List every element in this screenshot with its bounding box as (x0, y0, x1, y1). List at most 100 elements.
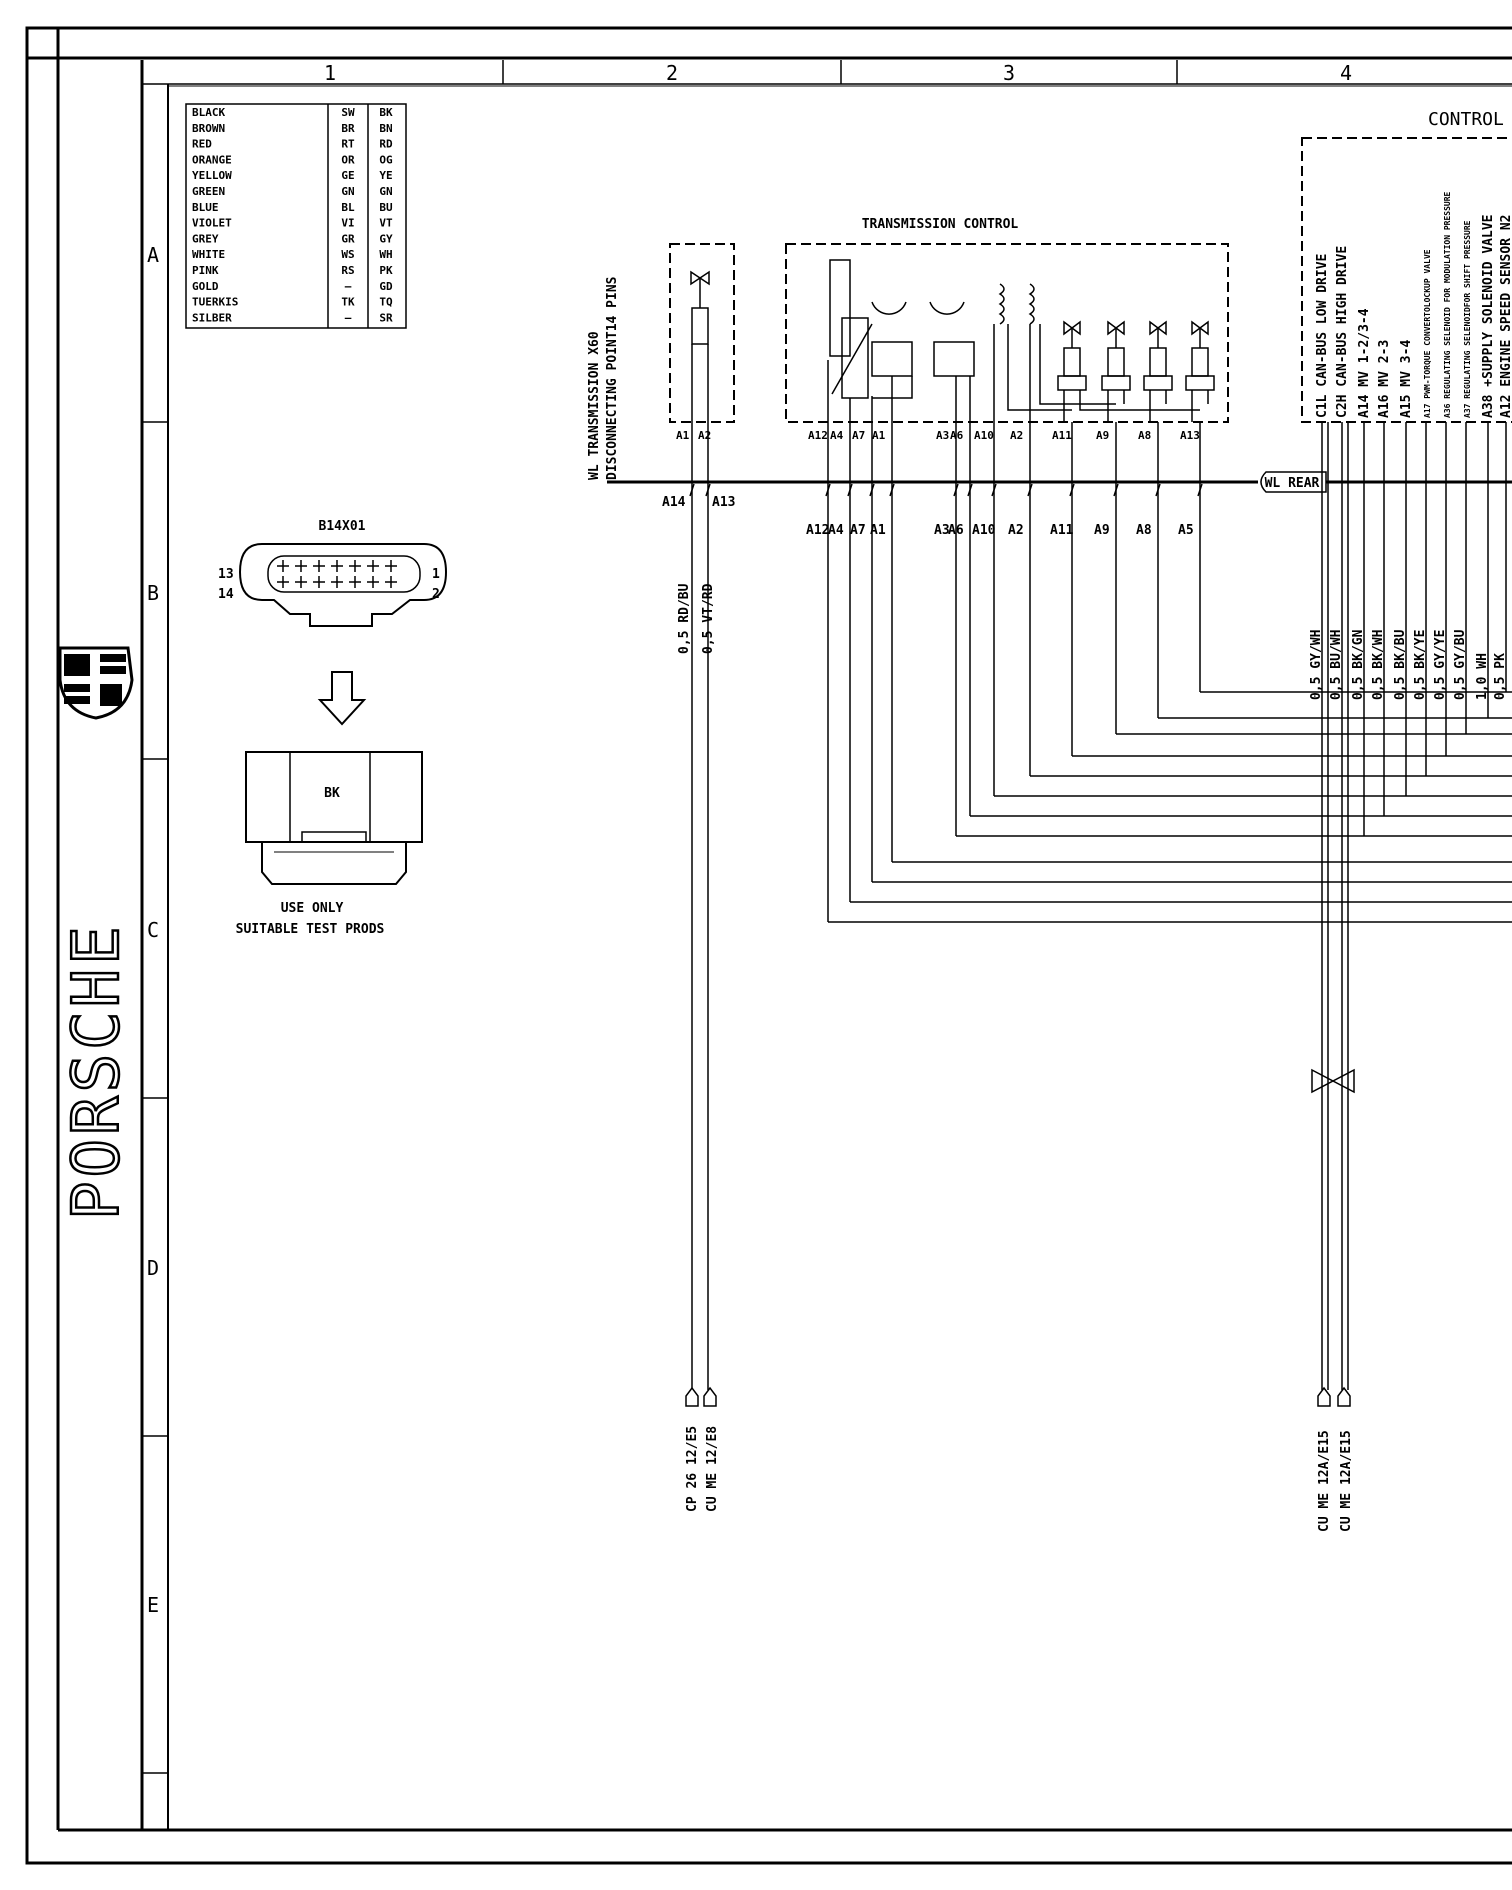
color-code-en: GN (379, 185, 392, 198)
porsche-crest-icon (58, 646, 134, 720)
color-code-en: BU (379, 201, 393, 214)
color-name: GOLD (192, 280, 219, 293)
solenoid-valve-icon (1107, 320, 1125, 336)
color-code-de: GE (341, 169, 354, 182)
color-code-de: OR (341, 153, 355, 166)
pin-label: A1 (872, 429, 886, 442)
pin-label: A7 (852, 429, 865, 442)
connector-name: B14X01 (319, 519, 366, 534)
pin-label: A1 (676, 429, 690, 442)
pin-label: A12 (808, 429, 828, 442)
color-name: RED (192, 138, 212, 151)
wire-label: 0,5 BU/WH (1329, 630, 1344, 700)
color-code-de: BL (341, 201, 355, 214)
left-wires (685, 422, 717, 1407)
pin-label-14: 14 (218, 587, 234, 602)
pin-label: A12 (806, 523, 829, 538)
column-labels: 1 2 3 4 (324, 61, 1352, 85)
wire-label: 0,5 GY/BU (1453, 629, 1468, 700)
pin-label: A2 (698, 429, 711, 442)
row-label: C (147, 918, 159, 942)
color-code-en: OG (379, 153, 393, 166)
wire-label: 1,0 WH (1475, 653, 1490, 700)
color-code-de: RS (341, 264, 354, 277)
pin-label: A13 (712, 495, 735, 510)
control-pin-label: A17 PWM-TORQUE CONVERTOLOCKUP VALVE (1423, 249, 1432, 418)
color-code-de: SW (341, 106, 355, 119)
solenoid-valve-icon (1063, 320, 1081, 336)
row-label: A (147, 243, 159, 267)
color-code-de: GR (341, 232, 355, 245)
wire-label: 0,5 GY/WH (1309, 630, 1324, 700)
pin-label: A11 (1052, 429, 1072, 442)
wl-rear-tag (1260, 471, 1327, 493)
control-pin-label: A12 ENGINE SPEED SENSOR N2 (1499, 215, 1512, 419)
row-label: D (147, 1256, 159, 1280)
wire-label: 0,5 BK/YE (1413, 630, 1428, 700)
wire-label: 0,5 PK (1493, 653, 1508, 700)
color-name: PINK (192, 264, 219, 277)
wire-label: 0,5 BK/BU (1393, 629, 1408, 700)
pin-label-2: 2 (432, 587, 440, 602)
column-label: 3 (1003, 61, 1015, 85)
color-code-en: BN (379, 122, 392, 135)
solenoid-valve-icon (1191, 320, 1209, 336)
solenoid-valve-icon (1149, 320, 1167, 336)
control-pin-label: C1L CAN-BUS LOW DRIVE (1315, 254, 1330, 418)
color-name: YELLOW (192, 169, 232, 182)
pin-label: A10 (972, 523, 996, 538)
control-unit-title: CONTROL (1428, 109, 1504, 130)
test-prods-note-line2: SUITABLE TEST PRODS (236, 922, 385, 937)
color-name: BLACK (192, 106, 225, 119)
pin-label: A2 (1010, 429, 1023, 442)
control-pin-label: A16 MV 2-3 (1377, 340, 1392, 418)
control-pin-label: A37 REGULATING SELENOIDFOR SHIFT PRESSUR… (1463, 220, 1472, 418)
pin-label: A8 (1138, 429, 1151, 442)
pin-label: A14 (662, 495, 686, 510)
color-code-en: GY (379, 232, 393, 245)
color-name: GREEN (192, 185, 225, 198)
color-name: WHITE (192, 248, 225, 261)
row-labels: A B C D E (147, 243, 159, 1617)
left-solenoid-component: A1 A2 (669, 243, 735, 442)
color-name: ORANGE (192, 153, 232, 166)
twisted-pair-icon (1311, 1068, 1355, 1094)
color-code-en: GD (379, 280, 393, 293)
housing-label: BK (324, 786, 340, 801)
control-pin-label: A15 MV 3-4 (1399, 340, 1414, 418)
wire-destination: CU ME 12A/E15 (1317, 1430, 1332, 1532)
color-name: VIOLET (192, 217, 232, 230)
pin-label: A9 (1094, 523, 1110, 538)
color-code-de: GN (341, 185, 354, 198)
wire-label: 0,5 BK/GN (1351, 629, 1366, 700)
control-pin-label: C2H CAN-BUS HIGH DRIVE (1335, 246, 1350, 418)
pin-label: A10 (974, 429, 994, 442)
pin-label: A4 (828, 523, 844, 538)
column-label: 4 (1340, 61, 1352, 85)
color-code-en: BK (379, 106, 393, 119)
color-code-de: — (345, 311, 352, 324)
wl-rear-label: WL REAR (1265, 476, 1320, 491)
row-label: E (147, 1593, 159, 1617)
connector-b14x01: B14X01 13 14 1 2 BK USE ONLY SUITABLE TE… (218, 519, 448, 937)
color-code-de: WS (341, 248, 354, 261)
column-label: 2 (666, 61, 678, 85)
color-code-en: YE (379, 169, 392, 182)
wire-label: 0,5 VT/RD (701, 583, 716, 654)
brand-wordmark: PORSCHE (60, 922, 134, 1220)
color-code-en: WH (379, 248, 392, 261)
color-name: TUERKIS (192, 296, 238, 309)
color-code-de: BR (341, 122, 355, 135)
pin-label: A13 (1180, 429, 1200, 442)
pin-label-13: 13 (218, 567, 234, 582)
color-name: SILBER (192, 311, 232, 324)
color-code-en: SR (379, 311, 393, 324)
color-name: GREY (192, 232, 219, 245)
pin-label: A1 (870, 523, 886, 538)
pin-label: A8 (1136, 523, 1152, 538)
wire-label: 0,5 BK/WH (1371, 630, 1386, 700)
sheet-frame (25, 26, 1512, 1865)
color-code-en: VT (379, 217, 393, 230)
